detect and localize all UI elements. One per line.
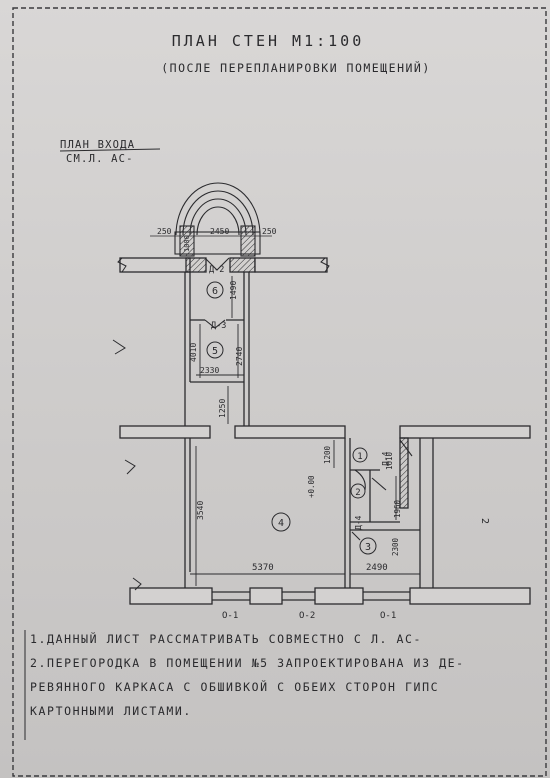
room-2-number: 2 xyxy=(355,488,360,498)
entry-plan-reference: СМ.Л. АС- xyxy=(66,153,134,165)
door-d4-label: Д-4 xyxy=(381,451,390,466)
window-o2-label: О-2 xyxy=(299,611,315,621)
dim-porch-right: 250 xyxy=(262,227,277,236)
room-4-number: 4 xyxy=(278,518,284,529)
dim-room2-width: 1610 xyxy=(385,451,394,470)
door-swings xyxy=(204,257,413,541)
dim-room3-width: 2490 xyxy=(366,563,388,573)
note-2: 2.ПЕРЕГОРОДКА В ПОМЕЩЕНИИ №5 ЗАПРОЕКТИРО… xyxy=(30,656,465,670)
entry-plan-heading: ПЛАН ВХОДА xyxy=(60,139,135,151)
room-1-number: 1 xyxy=(357,452,362,462)
dim-porch-left: 250 xyxy=(157,227,172,236)
dim-room3-height: 2300 xyxy=(391,537,400,556)
side-mark: 2 xyxy=(479,518,490,524)
break-lines xyxy=(112,257,330,591)
room-6-number: 6 xyxy=(212,286,218,297)
dim-porch-depth: 1000 xyxy=(183,235,191,252)
sheet-frame xyxy=(12,7,547,777)
note-1: 1.ДАННЫЙ ЛИСТ РАССМАТРИВАТЬ СОВМЕСТНО С … xyxy=(30,632,423,646)
dim-room2-height: 1960 xyxy=(393,499,402,518)
door-d4-lower-label: Д-4 xyxy=(354,515,363,530)
floor-level-mark: +0.00 xyxy=(307,475,316,498)
room-markers xyxy=(206,281,377,555)
dim-room1-height: 1200 xyxy=(323,445,332,464)
dim-opening: 1250 xyxy=(218,399,227,418)
door-d2-label: Д-2 xyxy=(209,265,224,275)
dim-room6-depth: 1490 xyxy=(229,281,238,300)
dim-room5-depth: 2740 xyxy=(235,347,244,366)
walls xyxy=(119,257,531,605)
room-3-number: 3 xyxy=(365,542,371,553)
note-2-end: КАРТОННЫМИ ЛИСТАМИ. xyxy=(30,704,192,718)
dim-room4-height: 3540 xyxy=(196,501,205,520)
door-d3-label: Д-3 xyxy=(211,321,226,331)
window-o1-label: О-1 xyxy=(222,611,238,621)
dim-left-wall: 4010 xyxy=(189,343,198,362)
window-o1-right-label: О-1 xyxy=(380,611,396,621)
entrance-porch xyxy=(174,182,261,257)
dim-corridor-width: 2330 xyxy=(200,366,219,375)
dim-porch-middle: 2450 xyxy=(210,227,229,236)
dim-room4-width: 5370 xyxy=(252,563,274,573)
room-5-number: 5 xyxy=(212,346,218,357)
drawing-subtitle: (ПОСЛЕ ПЕРЕПЛАНИРОВКИ ПОМЕЩЕНИЙ) xyxy=(161,60,431,75)
drawing-title: ПЛАН СТЕН М1:100 xyxy=(172,32,365,50)
note-2-cont: РЕВЯННОГО КАРКАСА С ОБШИВКОЙ С ОБЕИХ СТО… xyxy=(30,680,440,694)
dimension-lines xyxy=(190,276,420,586)
